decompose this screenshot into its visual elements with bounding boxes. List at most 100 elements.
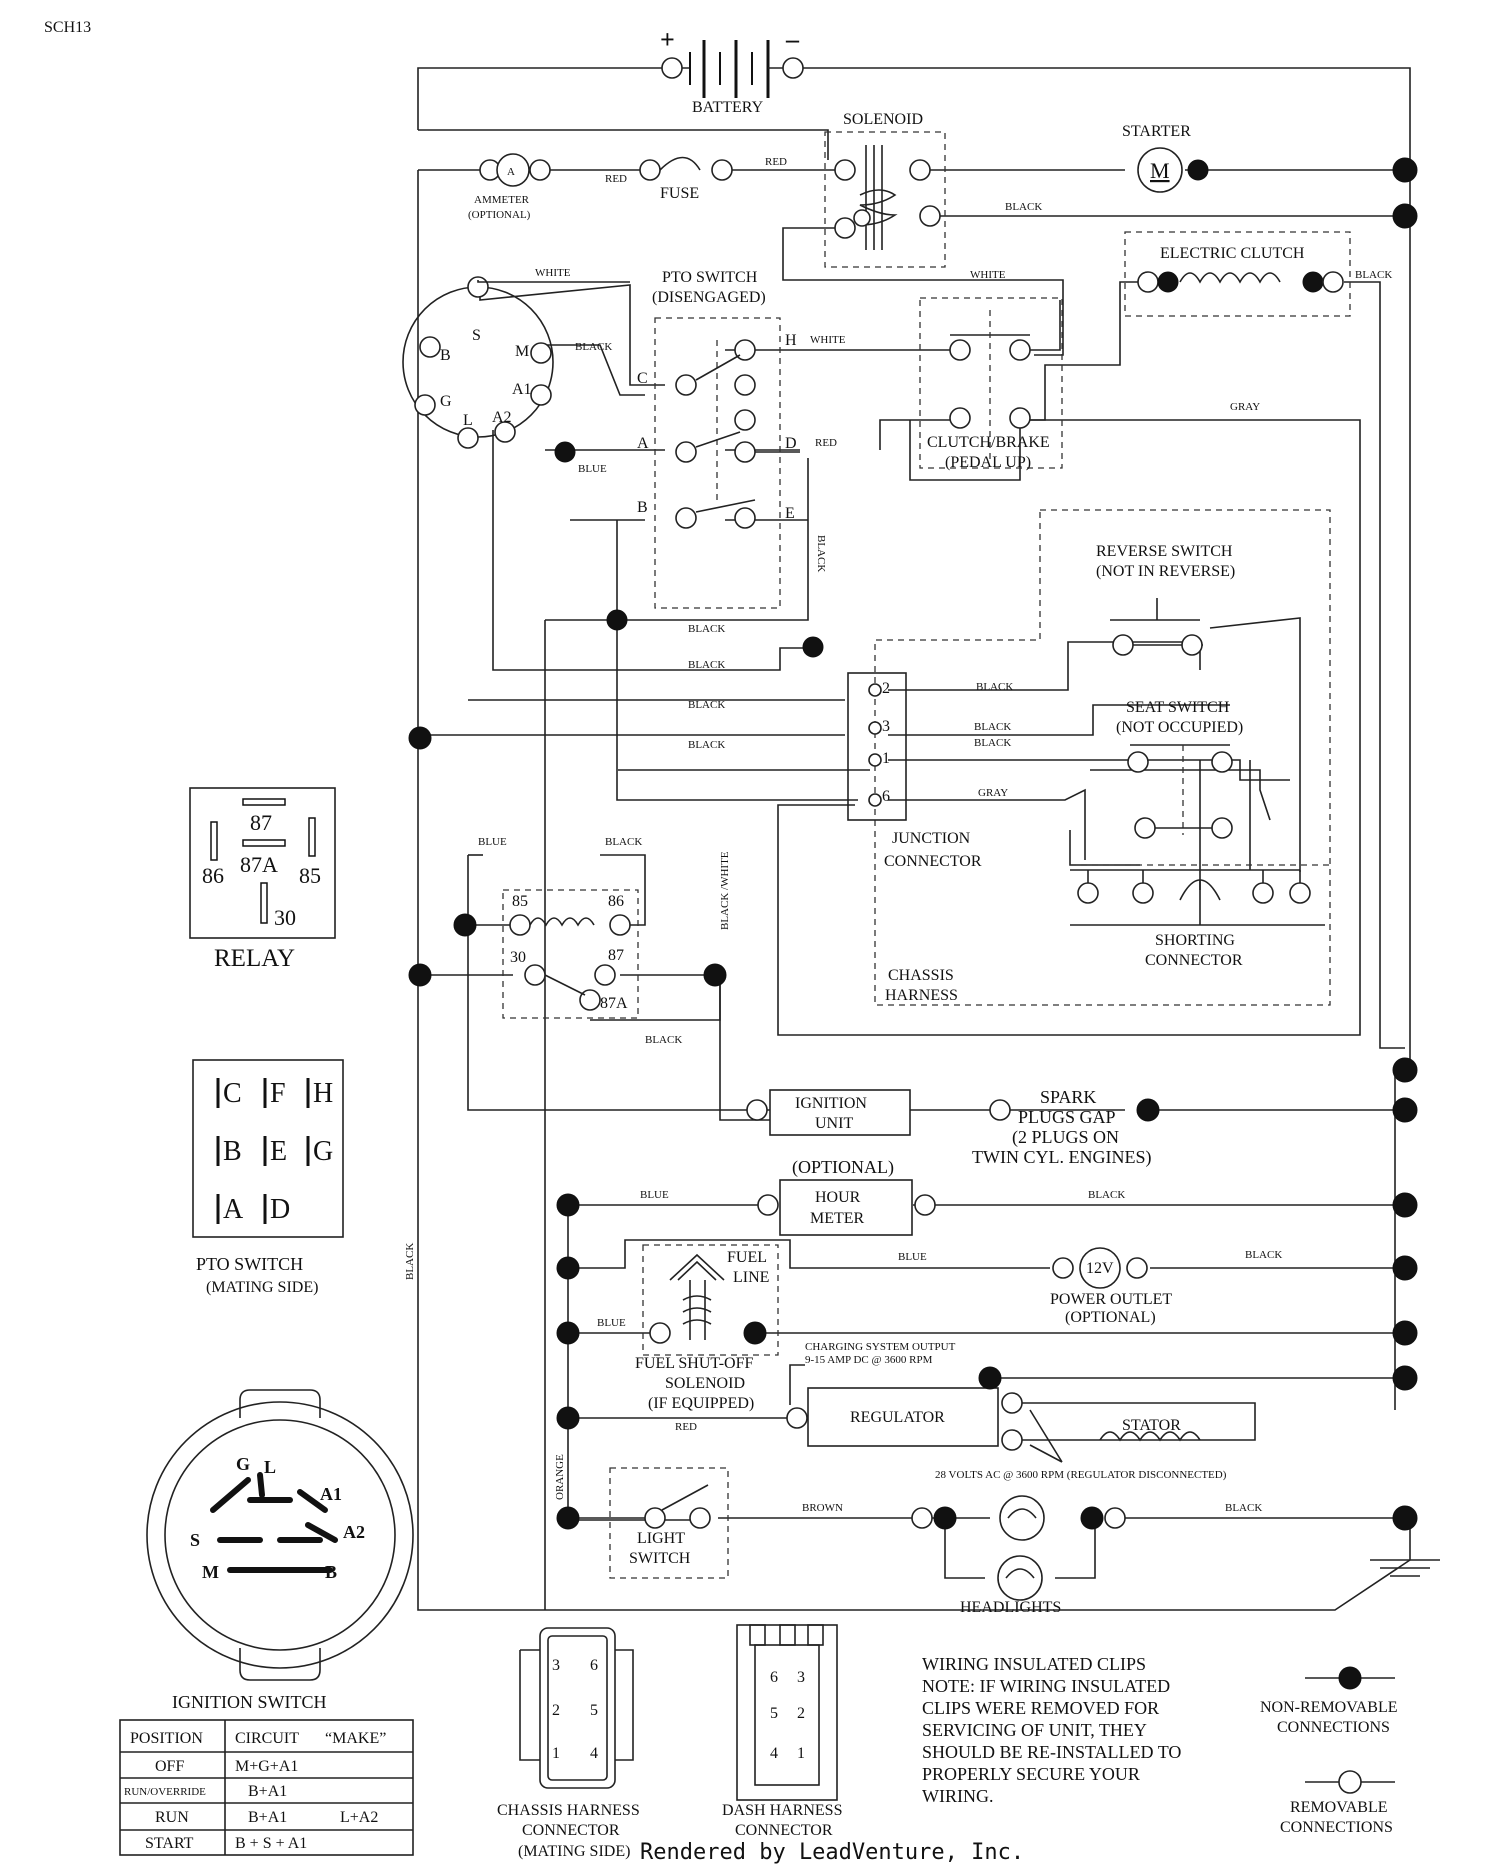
electric-clutch-label: ELECTRIC CLUTCH (1160, 245, 1305, 262)
pto-term-a: A (637, 435, 649, 452)
fuel-solenoid: FUEL LINE FUEL SHUT-OFF SOLENOID (IF EQU… (556, 1244, 1418, 1412)
chassis-pin-2: 2 (552, 1702, 560, 1719)
table-header-circuit: CIRCUIT (235, 1730, 299, 1747)
chassis-connector-title: CHASSIS HARNESS (497, 1802, 640, 1819)
relay-legend-87a: 87A (240, 852, 278, 877)
ammeter-optional: (OPTIONAL) (468, 209, 531, 221)
pto-term-c: C (637, 370, 648, 387)
chassis-pin-3: 3 (552, 1657, 560, 1674)
wire-black-10: BLACK (974, 737, 1011, 749)
starter: STARTER M (1122, 123, 1418, 229)
wire-black-white: BLACK /WHITE (719, 851, 731, 930)
shorting-connector: SHORTING CONNECTOR (1070, 864, 1330, 969)
junction-pin-3: 3 (882, 718, 890, 735)
wire-brown: BROWN (802, 1502, 843, 1514)
pto-term-h: H (785, 332, 797, 349)
face-l: L (264, 1457, 276, 1477)
relay-legend-title: RELAY (214, 945, 295, 972)
note-line-6: PROPERLY SECURE YOUR (922, 1764, 1140, 1784)
headlights-label: HEADLIGHTS (960, 1599, 1061, 1616)
ignition-table: POSITION CIRCUIT “MAKE” OFF M+G+A1 RUN/O… (119, 1719, 414, 1856)
legend-removable-2: CONNECTIONS (1280, 1819, 1393, 1836)
charging-line-2: 9-15 AMP DC @ 3600 RPM (805, 1354, 933, 1366)
pto-switch-sub: (DISENGAGED) (652, 289, 766, 306)
wire-red-4: RED (675, 1421, 697, 1433)
ignition-unit-sub: UNIT (815, 1115, 853, 1132)
legend-removable-1: REMOVABLE (1290, 1799, 1388, 1816)
pto-mating-e: E (270, 1136, 287, 1167)
wire-blue-5: BLUE (597, 1317, 626, 1329)
stator-label: STATOR (1122, 1417, 1181, 1434)
dash-pin-1: 1 (797, 1745, 805, 1762)
ign-term-s: S (472, 327, 481, 344)
regulator-label: REGULATOR (850, 1409, 945, 1426)
relay-pin-86: 86 (608, 893, 624, 910)
wire-black-1: BLACK (1005, 201, 1042, 213)
wire-black-11: BLACK (605, 836, 642, 848)
table-row-2-extra: L+A2 (340, 1809, 378, 1826)
power-outlet-title: POWER OUTLET (1050, 1291, 1172, 1308)
light-switch: LIGHT SWITCH (556, 1467, 729, 1579)
fuel-solenoid-2: SOLENOID (665, 1375, 745, 1392)
relay-legend-85: 85 (299, 863, 321, 888)
chassis-pin-5: 5 (590, 1702, 598, 1719)
table-header-make: “MAKE” (325, 1730, 386, 1747)
wire-black-7: BLACK (688, 739, 725, 751)
ign-term-m: M (515, 343, 529, 360)
wire-blue-3: BLUE (640, 1189, 669, 1201)
pto-mating-d: D (270, 1194, 290, 1225)
chassis-harness: CHASSIS HARNESS (874, 509, 1331, 1006)
power-outlet: 12V POWER OUTLET (OPTIONAL) (556, 1247, 1418, 1326)
table-row-0-circuit: M+G+A1 (235, 1758, 298, 1775)
wire-red-2: RED (765, 156, 787, 168)
starter-label: STARTER (1122, 123, 1191, 140)
note-line-1: WIRING INSULATED CLIPS (922, 1654, 1146, 1674)
pto-mating-a: A (223, 1194, 244, 1225)
wire-gray-1: GRAY (1230, 401, 1260, 413)
charging-line-1: CHARGING SYSTEM OUTPUT (805, 1341, 956, 1353)
table-row-2-pos: RUN (155, 1809, 189, 1826)
dash-pin-5: 5 (770, 1705, 778, 1722)
fuse-label: FUSE (660, 185, 699, 202)
fuse: FUSE (639, 156, 733, 202)
chassis-harness-title: CHASSIS (888, 967, 954, 984)
battery: + – BATTERY (660, 25, 804, 116)
shorting-title: SHORTING (1155, 932, 1235, 949)
clutch-brake-switch: CLUTCH/BRAKE (PEDAL UP) (919, 297, 1063, 471)
headlights: HEADLIGHTS (911, 1495, 1418, 1616)
dash-pin-6: 6 (770, 1669, 778, 1686)
relay-legend-30: 30 (274, 905, 296, 930)
ammeter-symbol: A (507, 166, 515, 178)
spark-line-4: TWIN CYL. ENGINES) (972, 1147, 1151, 1168)
power-outlet-sub: (OPTIONAL) (1065, 1309, 1156, 1326)
wire-black-14: BLACK (1245, 1249, 1282, 1261)
ignition-switch-face: G L A1 S A2 M B IGNITION SWITCH (146, 1389, 414, 1712)
clutch-brake-title: CLUTCH/BRAKE (927, 434, 1050, 451)
wire-black-9: BLACK (974, 721, 1011, 733)
dash-harness-connector: 6 3 5 2 4 1 DASH HARNESS CONNECTOR (722, 1624, 842, 1839)
chassis-connector-sub2: (MATING SIDE) (518, 1843, 630, 1860)
electric-clutch: ELECTRIC CLUTCH (1124, 231, 1351, 317)
table-row-3-pos: START (145, 1835, 194, 1852)
relay-legend: 87 86 87A 85 30 RELAY (189, 787, 336, 972)
table-row-0-pos: OFF (155, 1758, 184, 1775)
hour-meter-title: HOUR (815, 1189, 861, 1206)
wire-red-3: RED (815, 437, 837, 449)
wire-black-8: BLACK (976, 681, 1013, 693)
pto-term-b: B (637, 499, 648, 516)
dash-pin-3: 3 (797, 1669, 805, 1686)
note-line-4: SERVICING OF UNIT, THEY (922, 1720, 1147, 1740)
solenoid: SOLENOID (824, 111, 946, 268)
wire-white-3: WHITE (810, 334, 846, 346)
wire-black-vert-2: BLACK (404, 1243, 416, 1280)
ign-term-a1: A1 (512, 381, 532, 398)
note-line-2: NOTE: IF WIRING INSULATED (922, 1676, 1170, 1696)
ignition-unit: IGNITION UNIT (746, 1057, 1418, 1136)
wire-white-2: WHITE (970, 269, 1006, 281)
pto-mating-g: G (313, 1136, 333, 1167)
ign-term-g: G (440, 393, 452, 410)
chassis-harness-connector: 3 6 2 5 1 4 CHASSIS HARNESS CONNECTOR (M… (497, 1627, 640, 1860)
fuel-solenoid-1: FUEL SHUT-OFF (635, 1355, 754, 1372)
fuel-line-2: LINE (733, 1269, 769, 1286)
regulator: CHARGING SYSTEM OUTPUT 9-15 AMP DC @ 360… (556, 1341, 1418, 1451)
